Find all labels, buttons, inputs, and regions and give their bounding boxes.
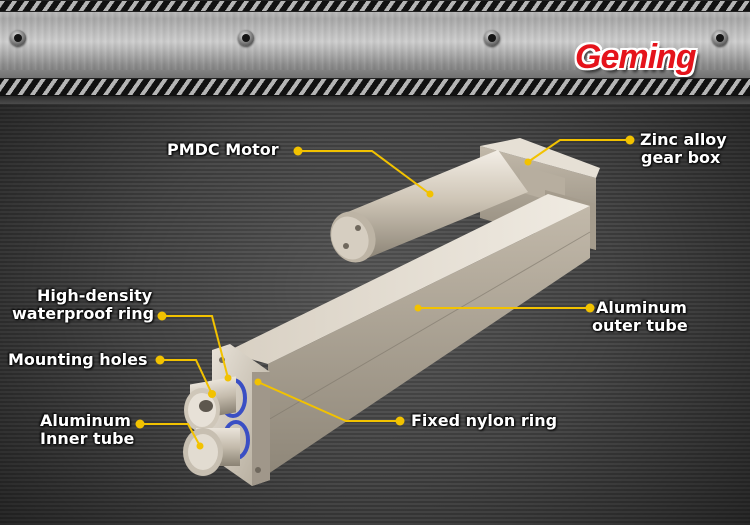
label-gear-box-line2: gear box bbox=[641, 148, 721, 167]
aluminum-outer-tube bbox=[226, 194, 591, 474]
leader-lines bbox=[140, 139, 630, 447]
pmdc-motor bbox=[330, 150, 528, 263]
upper-rod-end bbox=[184, 376, 236, 432]
aluminum-inner-tube bbox=[183, 428, 240, 476]
leader-dots bbox=[135, 135, 635, 450]
label-outer-tube-line2: outer tube bbox=[592, 316, 688, 335]
header-shadow bbox=[0, 95, 750, 105]
screw-icon bbox=[484, 30, 500, 46]
label-gear-box-line1: Zinc alloy bbox=[640, 130, 727, 149]
label-inner-tube-line2: Inner tube bbox=[40, 429, 135, 448]
screw-icon bbox=[10, 30, 26, 46]
label-pmdc-motor: PMDC Motor bbox=[167, 140, 279, 159]
label-nylon-ring: Fixed nylon ring bbox=[411, 411, 558, 430]
label-waterproof-ring-line2: waterproof ring bbox=[12, 304, 155, 323]
label-inner-tube-line1: Aluminum bbox=[40, 411, 131, 430]
label-waterproof-ring-line1: High-density bbox=[37, 286, 153, 305]
metal-header-banner: Geming bbox=[0, 0, 750, 104]
label-mounting-holes: Mounting holes bbox=[8, 350, 148, 369]
brushed-metal-texture bbox=[0, 12, 750, 70]
screw-icon bbox=[238, 30, 254, 46]
brand-logo: Geming bbox=[575, 38, 697, 76]
hazard-stripe-top bbox=[0, 0, 750, 12]
label-outer-tube-line1: Aluminum bbox=[596, 298, 687, 317]
screw-icon bbox=[712, 30, 728, 46]
